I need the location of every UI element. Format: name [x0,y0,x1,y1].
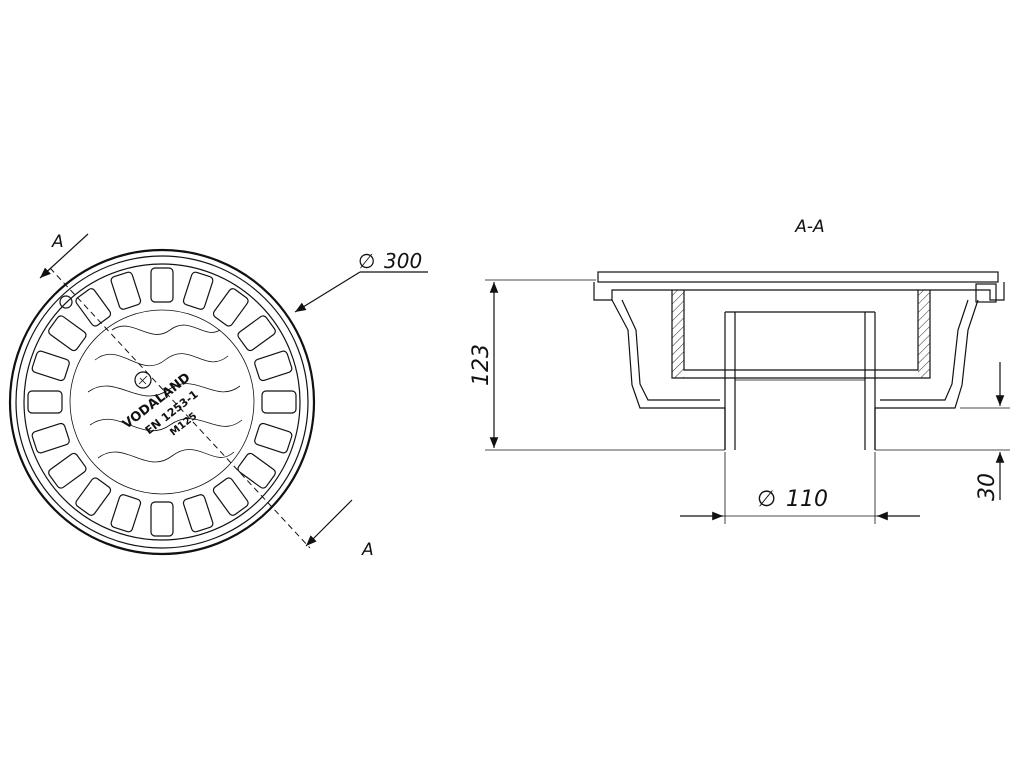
outer-rim [8,248,316,556]
grate-slot [110,271,142,310]
grate-slot [212,477,249,516]
section-mark-bottom: A [361,540,374,560]
grate-pattern [87,324,243,463]
body-inner-wall [621,299,969,401]
diameter-symbol-110: ∅ [757,487,776,512]
diameter-symbol-300: ∅ [358,249,375,273]
trap-bell-inner [683,290,919,371]
trap-bell-outer [671,290,931,379]
grate-slot [27,390,63,414]
section-mark-top: A [51,232,64,252]
dim-height-total: 123 [469,344,494,386]
outlet-pipe [724,311,876,450]
trap-bell-wall-right [918,290,930,378]
grate-slot [212,288,249,327]
section-line [49,267,311,549]
grate-slot [237,452,276,489]
section-view: A-A 123 30 ∅ 110 [469,217,1010,524]
lock-section [975,283,997,303]
grate-slot [75,288,112,327]
logo-icon [134,371,152,389]
section-arrow-top [39,233,89,279]
outer-rim-inner [15,255,309,549]
grate-slot [110,494,142,533]
section-title: A-A [794,217,824,237]
frame-top [593,282,1005,301]
grate-slots [27,267,297,537]
grate-slot [237,315,276,352]
dim-outer-diameter: 300 [384,249,422,273]
dim-pipe-length: 30 [975,473,1000,501]
grate-slot [48,315,87,352]
grate-edge [23,263,301,541]
grate-slot [150,501,174,537]
grate-slot [75,477,112,516]
grate-slot [31,422,70,454]
logo-mark [138,375,148,385]
grate-slot [182,271,214,310]
lock-screw-icon [59,295,73,309]
grate-slot [182,494,214,533]
grate-inner-ring [69,309,255,495]
trap-bell-wall-left [672,290,684,378]
grate-slot [254,422,293,454]
diameter-leader [294,271,361,313]
grate-slot [254,350,293,382]
grate-section [597,271,999,283]
grate-slot [261,390,297,414]
dim-pipe-diameter: 110 [786,487,828,512]
grate-slot [150,267,174,303]
grate-slot [31,350,70,382]
section-arrow-bottom [305,499,353,547]
plan-view: VODALAND EN 1253-1 M125 A A ∅ 300 [8,232,428,560]
grate-slot [48,452,87,489]
